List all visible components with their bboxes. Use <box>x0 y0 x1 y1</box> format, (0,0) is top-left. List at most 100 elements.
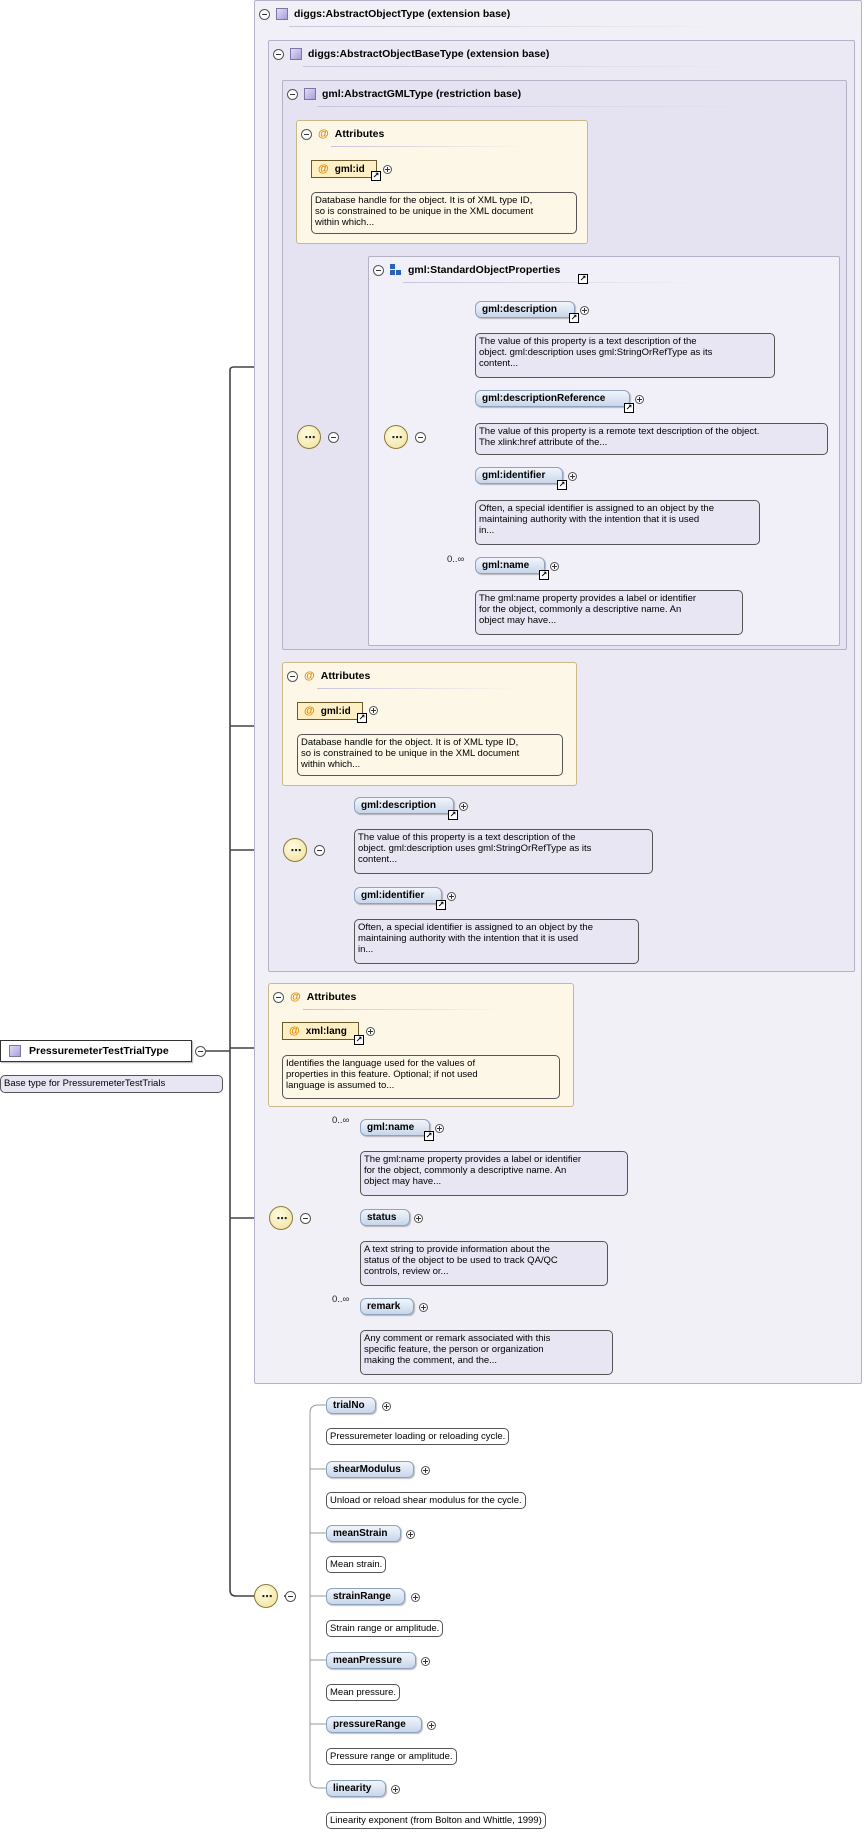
attributes-label: Attributes <box>334 128 385 140</box>
reference-link-icon[interactable]: ↗ <box>424 1131 434 1141</box>
attribute-gml-id[interactable]: @ gml:id <box>297 702 363 720</box>
complex-type-icon <box>290 48 302 60</box>
collapse-icon[interactable] <box>273 991 284 1003</box>
element-pressureRange[interactable]: pressureRange <box>326 1716 422 1733</box>
expand-icon[interactable] <box>550 562 559 571</box>
collapse-icon[interactable] <box>259 8 270 20</box>
collapse-icon[interactable] <box>287 670 298 682</box>
expand-icon[interactable] <box>421 1466 430 1475</box>
expand-icon[interactable] <box>383 165 392 174</box>
element-remark[interactable]: remark <box>360 1298 414 1315</box>
element-doc: The value of this property is a text des… <box>354 829 653 874</box>
element-meanPressure[interactable]: meanPressure <box>326 1652 416 1669</box>
expand-icon[interactable] <box>414 1214 423 1223</box>
element-doc: Any comment or remark associated with th… <box>360 1330 613 1375</box>
element-strainRange[interactable]: strainRange <box>326 1588 405 1605</box>
root-type-node[interactable]: PressuremeterTestTrialType <box>0 1040 192 1062</box>
element-doc: A text string to provide information abo… <box>360 1241 608 1286</box>
collapse-icon[interactable] <box>285 1591 296 1602</box>
expand-icon[interactable] <box>419 1303 428 1312</box>
standard-object-properties-label: gml:StandardObjectProperties <box>408 264 561 276</box>
element-doc: The value of this property is a remote t… <box>475 423 828 455</box>
element-doc: Mean pressure. <box>326 1684 401 1701</box>
element-gml-identifier[interactable]: gml:identifier <box>354 887 442 904</box>
attribute-xml-lang[interactable]: @ xml:lang <box>282 1022 359 1040</box>
collapse-icon[interactable] <box>273 48 284 60</box>
cardinality-label: 0..∞ <box>447 554 465 565</box>
attribute-icon: @ <box>304 670 315 682</box>
attribute-name: gml:id <box>320 705 351 717</box>
attribute-icon: @ <box>318 163 329 175</box>
expand-icon[interactable] <box>411 1593 420 1602</box>
collapse-icon[interactable] <box>300 1213 311 1224</box>
sequence-compositor[interactable]: ⋯ <box>384 425 408 449</box>
sequence-compositor[interactable]: ⋯ <box>254 1584 278 1608</box>
expand-icon[interactable] <box>427 1721 436 1730</box>
element-gml-name[interactable]: gml:name <box>360 1119 430 1136</box>
element-doc: The gml:name property provides a label o… <box>475 590 743 635</box>
element-gml-description[interactable]: gml:description <box>354 797 454 814</box>
reference-link-icon[interactable]: ↗ <box>624 403 634 413</box>
expand-icon[interactable] <box>568 472 577 481</box>
complex-type-icon <box>304 88 316 100</box>
expand-icon[interactable] <box>369 706 378 715</box>
element-gml-name[interactable]: gml:name <box>475 557 545 574</box>
attribute-gml-id[interactable]: @ gml:id <box>311 160 377 178</box>
expand-icon[interactable] <box>406 1530 415 1539</box>
reference-link-icon[interactable]: ↗ <box>357 713 367 723</box>
expand-icon[interactable] <box>580 306 589 315</box>
sequence-compositor[interactable]: ⋯ <box>283 838 307 862</box>
expand-icon[interactable] <box>635 395 644 404</box>
element-doc: Unload or reload shear modulus for the c… <box>326 1492 526 1509</box>
expand-icon[interactable] <box>447 892 456 901</box>
sequence-compositor[interactable]: ⋯ <box>269 1206 293 1230</box>
reference-link-icon[interactable]: ↗ <box>539 570 549 580</box>
element-gml-description[interactable]: gml:description <box>475 301 575 318</box>
element-linearity[interactable]: linearity <box>326 1780 386 1797</box>
expand-icon[interactable] <box>391 1785 400 1794</box>
reference-link-icon[interactable]: ↗ <box>557 480 567 490</box>
element-status[interactable]: status <box>360 1209 410 1226</box>
sequence-compositor[interactable]: ⋯ <box>297 425 321 449</box>
expand-icon[interactable] <box>435 1124 444 1133</box>
reference-link-icon[interactable]: ↗ <box>436 900 446 910</box>
collapse-icon[interactable] <box>328 432 339 443</box>
collapse-icon[interactable] <box>195 1046 206 1057</box>
attributes-label: Attributes <box>320 670 371 682</box>
cardinality-label: 0..∞ <box>332 1115 350 1126</box>
element-doc: Linearity exponent (from Bolton and Whit… <box>326 1812 546 1829</box>
attribute-icon: @ <box>304 705 315 717</box>
element-gml-identifier[interactable]: gml:identifier <box>475 467 563 484</box>
expand-icon[interactable] <box>366 1027 375 1036</box>
element-doc: The value of this property is a text des… <box>475 333 775 378</box>
attribute-icon: @ <box>318 128 329 140</box>
expand-icon[interactable] <box>459 802 468 811</box>
collapse-icon[interactable] <box>301 128 312 140</box>
root-type-label: PressuremeterTestTrialType <box>29 1045 169 1057</box>
collapse-icon[interactable] <box>415 432 426 443</box>
expand-icon[interactable] <box>421 1657 430 1666</box>
collapse-icon[interactable] <box>314 845 325 856</box>
expand-icon[interactable] <box>382 1402 391 1411</box>
element-shearModulus[interactable]: shearModulus <box>326 1461 414 1478</box>
reference-link-icon[interactable]: ↗ <box>448 810 458 820</box>
root-type-doc: Base type for PressuremeterTestTrials <box>0 1075 223 1093</box>
reference-link-icon[interactable]: ↗ <box>569 313 579 323</box>
reference-link-icon[interactable]: ↗ <box>578 274 588 284</box>
abstract-object-base-type-header: diggs:AbstractObjectBaseType (extension … <box>273 46 549 62</box>
element-meanStrain[interactable]: meanStrain <box>326 1525 401 1542</box>
element-gml-description-reference[interactable]: gml:descriptionReference <box>475 390 630 407</box>
abstract-gml-type-header: gml:AbstractGMLType (restriction base) <box>287 86 521 102</box>
collapse-icon[interactable] <box>287 88 298 100</box>
attribute-icon: @ <box>289 1025 300 1037</box>
attributes-label: Attributes <box>306 991 357 1003</box>
reference-link-icon[interactable]: ↗ <box>371 171 381 181</box>
attribute-name: xml:lang <box>305 1025 347 1037</box>
reference-link-icon[interactable]: ↗ <box>354 1035 364 1045</box>
complex-type-icon <box>9 1045 21 1057</box>
collapse-icon[interactable] <box>373 264 384 276</box>
element-trialNo[interactable]: trialNo <box>326 1397 376 1414</box>
element-doc: Pressure range or amplitude. <box>326 1748 457 1765</box>
group-icon <box>390 264 402 276</box>
element-doc: Mean strain. <box>326 1556 387 1573</box>
